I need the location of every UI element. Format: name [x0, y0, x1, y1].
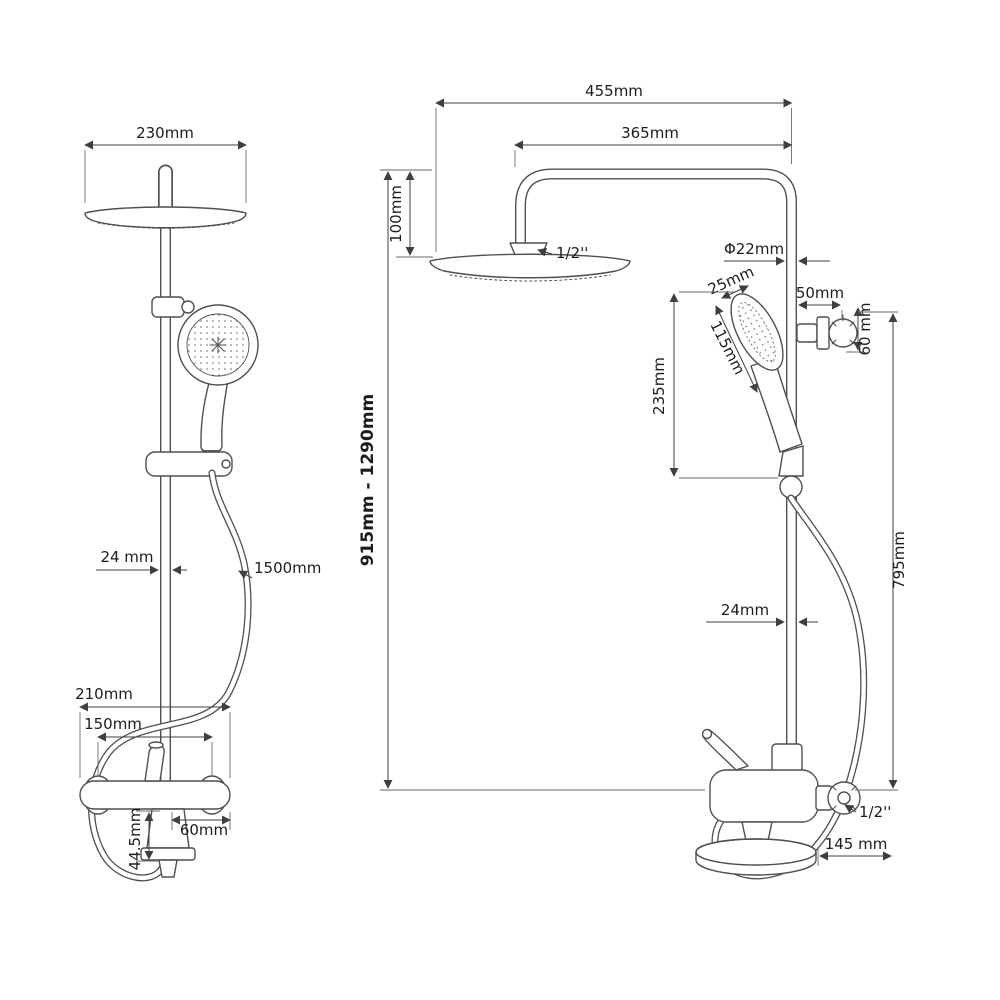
leader-head-connector: [537, 247, 553, 257]
left-clamp-bolt: [221, 459, 231, 469]
dim-label-base-offset: 145 mm: [825, 835, 888, 853]
right-mixer-body: [709, 769, 819, 823]
left-rain-head: [84, 206, 247, 229]
dim-label-handshower-drop: 235mm: [650, 357, 668, 415]
dim-label-spout-width: 60mm: [180, 821, 228, 839]
right-mixer-knob-center: [837, 791, 851, 805]
left-slider-clamp: [145, 451, 233, 477]
dimensions-right: 455mm 365mm 100mm 1/2'' Φ22mm 25mm 50mm …: [358, 82, 908, 866]
left-view: [79, 164, 259, 882]
right-mixer-base-top: [695, 838, 817, 866]
dim-label-outlet-height: 795mm: [890, 531, 908, 589]
left-mixer-body: [79, 780, 231, 810]
dim-label-spout-height: 44.5mm: [126, 808, 144, 871]
dim-label-pipe-width-left: 24 mm: [100, 548, 153, 566]
leader-mixer-connector: [844, 804, 857, 814]
dim-line-115: [715, 305, 758, 393]
right-outlet-flange: [816, 316, 830, 350]
right-outlet-knob-knurl: [831, 314, 855, 345]
left-mixer-handle: [144, 745, 165, 782]
dim-label-bracket-offset: 50mm: [796, 284, 844, 302]
left-handshower-bracket: [151, 296, 185, 318]
leader-hose-length: [238, 570, 253, 579]
dim-label-mixer-connector: 1/2'': [859, 803, 891, 821]
dim-label-head-width: 230mm: [136, 124, 194, 142]
left-handshower-handle: [200, 379, 229, 452]
left-mixer-handle-cap: [148, 741, 164, 749]
right-rain-head: [429, 253, 631, 279]
dim-label-bracket-height: 60 mm: [856, 302, 874, 355]
right-mixer-base: [695, 838, 817, 876]
dim-label-arm-reach: 365mm: [621, 124, 679, 142]
right-handshower-handle: [750, 357, 803, 453]
right-view: [429, 168, 868, 880]
dim-label-pipe-width-right: 24mm: [721, 601, 769, 619]
right-mixer-handle-cap: [701, 728, 713, 740]
left-hose-connector: [158, 859, 178, 878]
dim-label-inlet-spacing: 150mm: [84, 715, 142, 733]
right-handshower-cone: [778, 445, 804, 477]
right-mixer-tee: [771, 743, 803, 773]
dimensions-left: 230mm 24 mm 1500mm 210mm 150mm 60mm 44.5…: [75, 124, 321, 870]
right-rain-head-nozzles: [449, 274, 611, 282]
dim-label-pipe-diameter: Φ22mm: [724, 240, 784, 258]
dim-label-arm-total: 455mm: [585, 82, 643, 100]
dim-label-mixer-width: 210mm: [75, 685, 133, 703]
dim-label-column-height: 915mm - 1290mm: [358, 394, 378, 567]
left-handshower-center-star: [209, 336, 227, 354]
right-outlet-tee: [796, 323, 818, 343]
dim-label-head-drop: 100mm: [387, 185, 405, 243]
dim-label-hose-length: 1500mm: [254, 559, 321, 577]
left-bracket-knob: [181, 300, 195, 314]
dim-label-head-connector: 1/2'': [556, 244, 588, 262]
left-rain-head-nozzles: [97, 222, 235, 229]
dim-label-handshower-width: 25mm: [705, 262, 756, 298]
